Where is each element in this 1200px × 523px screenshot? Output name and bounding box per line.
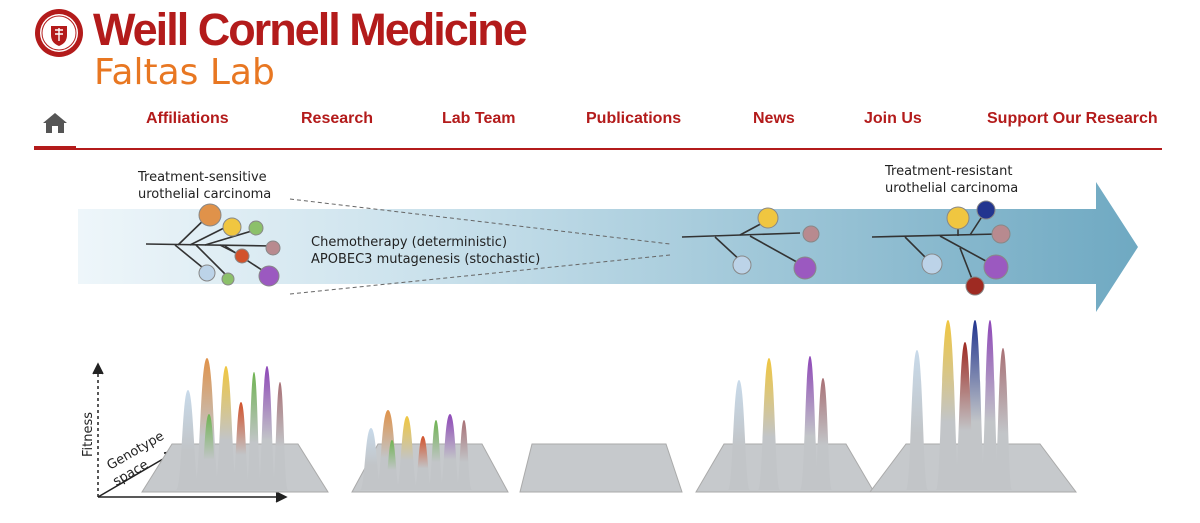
process-label-line1: Chemotherapy (deterministic) — [311, 235, 507, 250]
left-label-line2: urothelial carcinoma — [138, 187, 271, 202]
nav-publications[interactable]: Publications — [586, 110, 682, 127]
lab-name[interactable]: Faltas Lab — [94, 52, 275, 93]
site-header: Weill Cornell Medicine Faltas Lab — [0, 0, 1200, 100]
nav-news[interactable]: News — [753, 110, 795, 127]
clone-blue — [921, 253, 943, 275]
funnel-line-bottom — [289, 254, 671, 295]
main-nav: Affiliations Research Lab Team Publicati… — [34, 100, 1162, 152]
fitness-landscape-5 — [869, 320, 1077, 493]
nav-support-our-research[interactable]: Support Our Research — [987, 110, 1158, 127]
clone-purple — [983, 254, 1009, 280]
university-seal-icon[interactable] — [34, 8, 84, 58]
clone-green — [248, 220, 264, 236]
left-label-line1: Treatment-sensitive — [137, 170, 267, 185]
clone-yellow — [946, 206, 970, 230]
fitness-landscape-1 — [141, 358, 329, 493]
clone-purple — [258, 265, 280, 287]
nav-divider — [34, 148, 1162, 150]
nav-research[interactable]: Research — [301, 110, 374, 127]
clone-red — [234, 248, 250, 264]
funnel-line-top — [289, 198, 671, 245]
clone-navy — [976, 200, 996, 220]
clone-blue — [732, 255, 752, 275]
clone-mauve — [265, 240, 281, 256]
clone-mauve — [802, 225, 820, 243]
clone-orange — [198, 203, 222, 227]
clone-yellow — [222, 217, 242, 237]
nav-lab-team[interactable]: Lab Team — [442, 110, 516, 127]
clone-purple — [793, 256, 817, 280]
clone-yellow — [757, 207, 779, 229]
fitness-landscape-4 — [695, 356, 875, 493]
nav-home[interactable] — [34, 100, 76, 150]
clone-darkred — [965, 276, 985, 296]
clone-blue — [198, 264, 216, 282]
right-label-line2: urothelial carcinoma — [885, 181, 1018, 196]
fitness-landscape-2 — [351, 410, 509, 493]
nav-affiliations[interactable]: Affiliations — [146, 110, 229, 127]
figure-canvas: Treatment-sensitive urothelial carcinoma… — [78, 164, 1138, 503]
brand-title[interactable]: Weill Cornell Medicine — [93, 4, 528, 55]
fitness-landscape-3 — [519, 443, 683, 493]
right-label-line1: Treatment-resistant — [884, 164, 1012, 179]
clone-mauve — [991, 224, 1011, 244]
process-label-line2: APOBEC3 mutagenesis (stochastic) — [311, 252, 540, 267]
evolution-arrow — [78, 182, 1138, 312]
clone-green-small — [221, 272, 235, 286]
nav-join-us[interactable]: Join Us — [864, 110, 922, 127]
home-icon[interactable] — [42, 112, 68, 134]
evolution-figure: Treatment-sensitive urothelial carcinoma… — [0, 152, 1200, 518]
axis-fitness-label: Fitness — [81, 412, 96, 457]
